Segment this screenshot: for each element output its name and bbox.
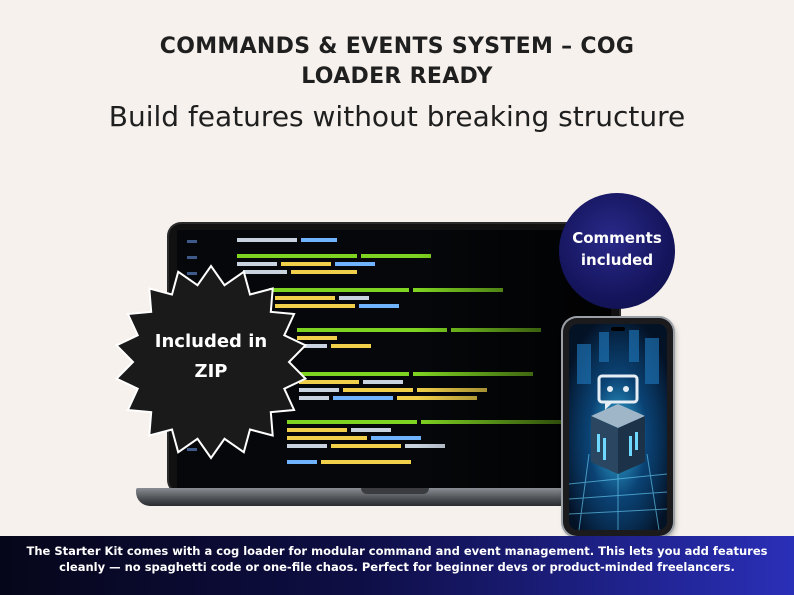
starburst-line-2: ZIP (194, 361, 228, 382)
circle-line-2: included (580, 251, 654, 269)
comments-circle-badge (559, 193, 675, 309)
page-subtitle: Build features without breaking structur… (108, 100, 686, 133)
footer-line-1: The Starter Kit comes with a cog loader … (26, 544, 768, 558)
starburst-badge-label: Included in ZIP (111, 327, 311, 387)
phone-camera (611, 327, 625, 331)
laptop-mockup (136, 222, 654, 508)
code-editor-icon (177, 230, 611, 488)
footer-line-2: cleanly — no spaghetti code or one-file … (59, 560, 735, 574)
phone-mockup (563, 318, 673, 536)
starburst-line-1: Included in (154, 331, 268, 352)
phone-screen (569, 324, 667, 530)
laptop-screen (177, 230, 611, 488)
comments-badge-label: Comments included (559, 227, 675, 271)
robot-chat-chip-icon (569, 324, 667, 530)
page-title: COMMANDS & EVENTS SYSTEM – COG LOADER RE… (0, 32, 794, 92)
footer-description: The Starter Kit comes with a cog loader … (20, 543, 774, 575)
title-line-2: LOADER READY (301, 64, 493, 89)
laptop-notch (361, 488, 429, 494)
laptop-lid (169, 224, 619, 492)
circle-line-1: Comments (572, 229, 662, 247)
title-line-1: COMMANDS & EVENTS SYSTEM – COG (159, 34, 635, 59)
footer-banner: The Starter Kit comes with a cog loader … (0, 536, 794, 595)
laptop-base (136, 488, 654, 506)
starburst-badge-icon (114, 264, 308, 460)
